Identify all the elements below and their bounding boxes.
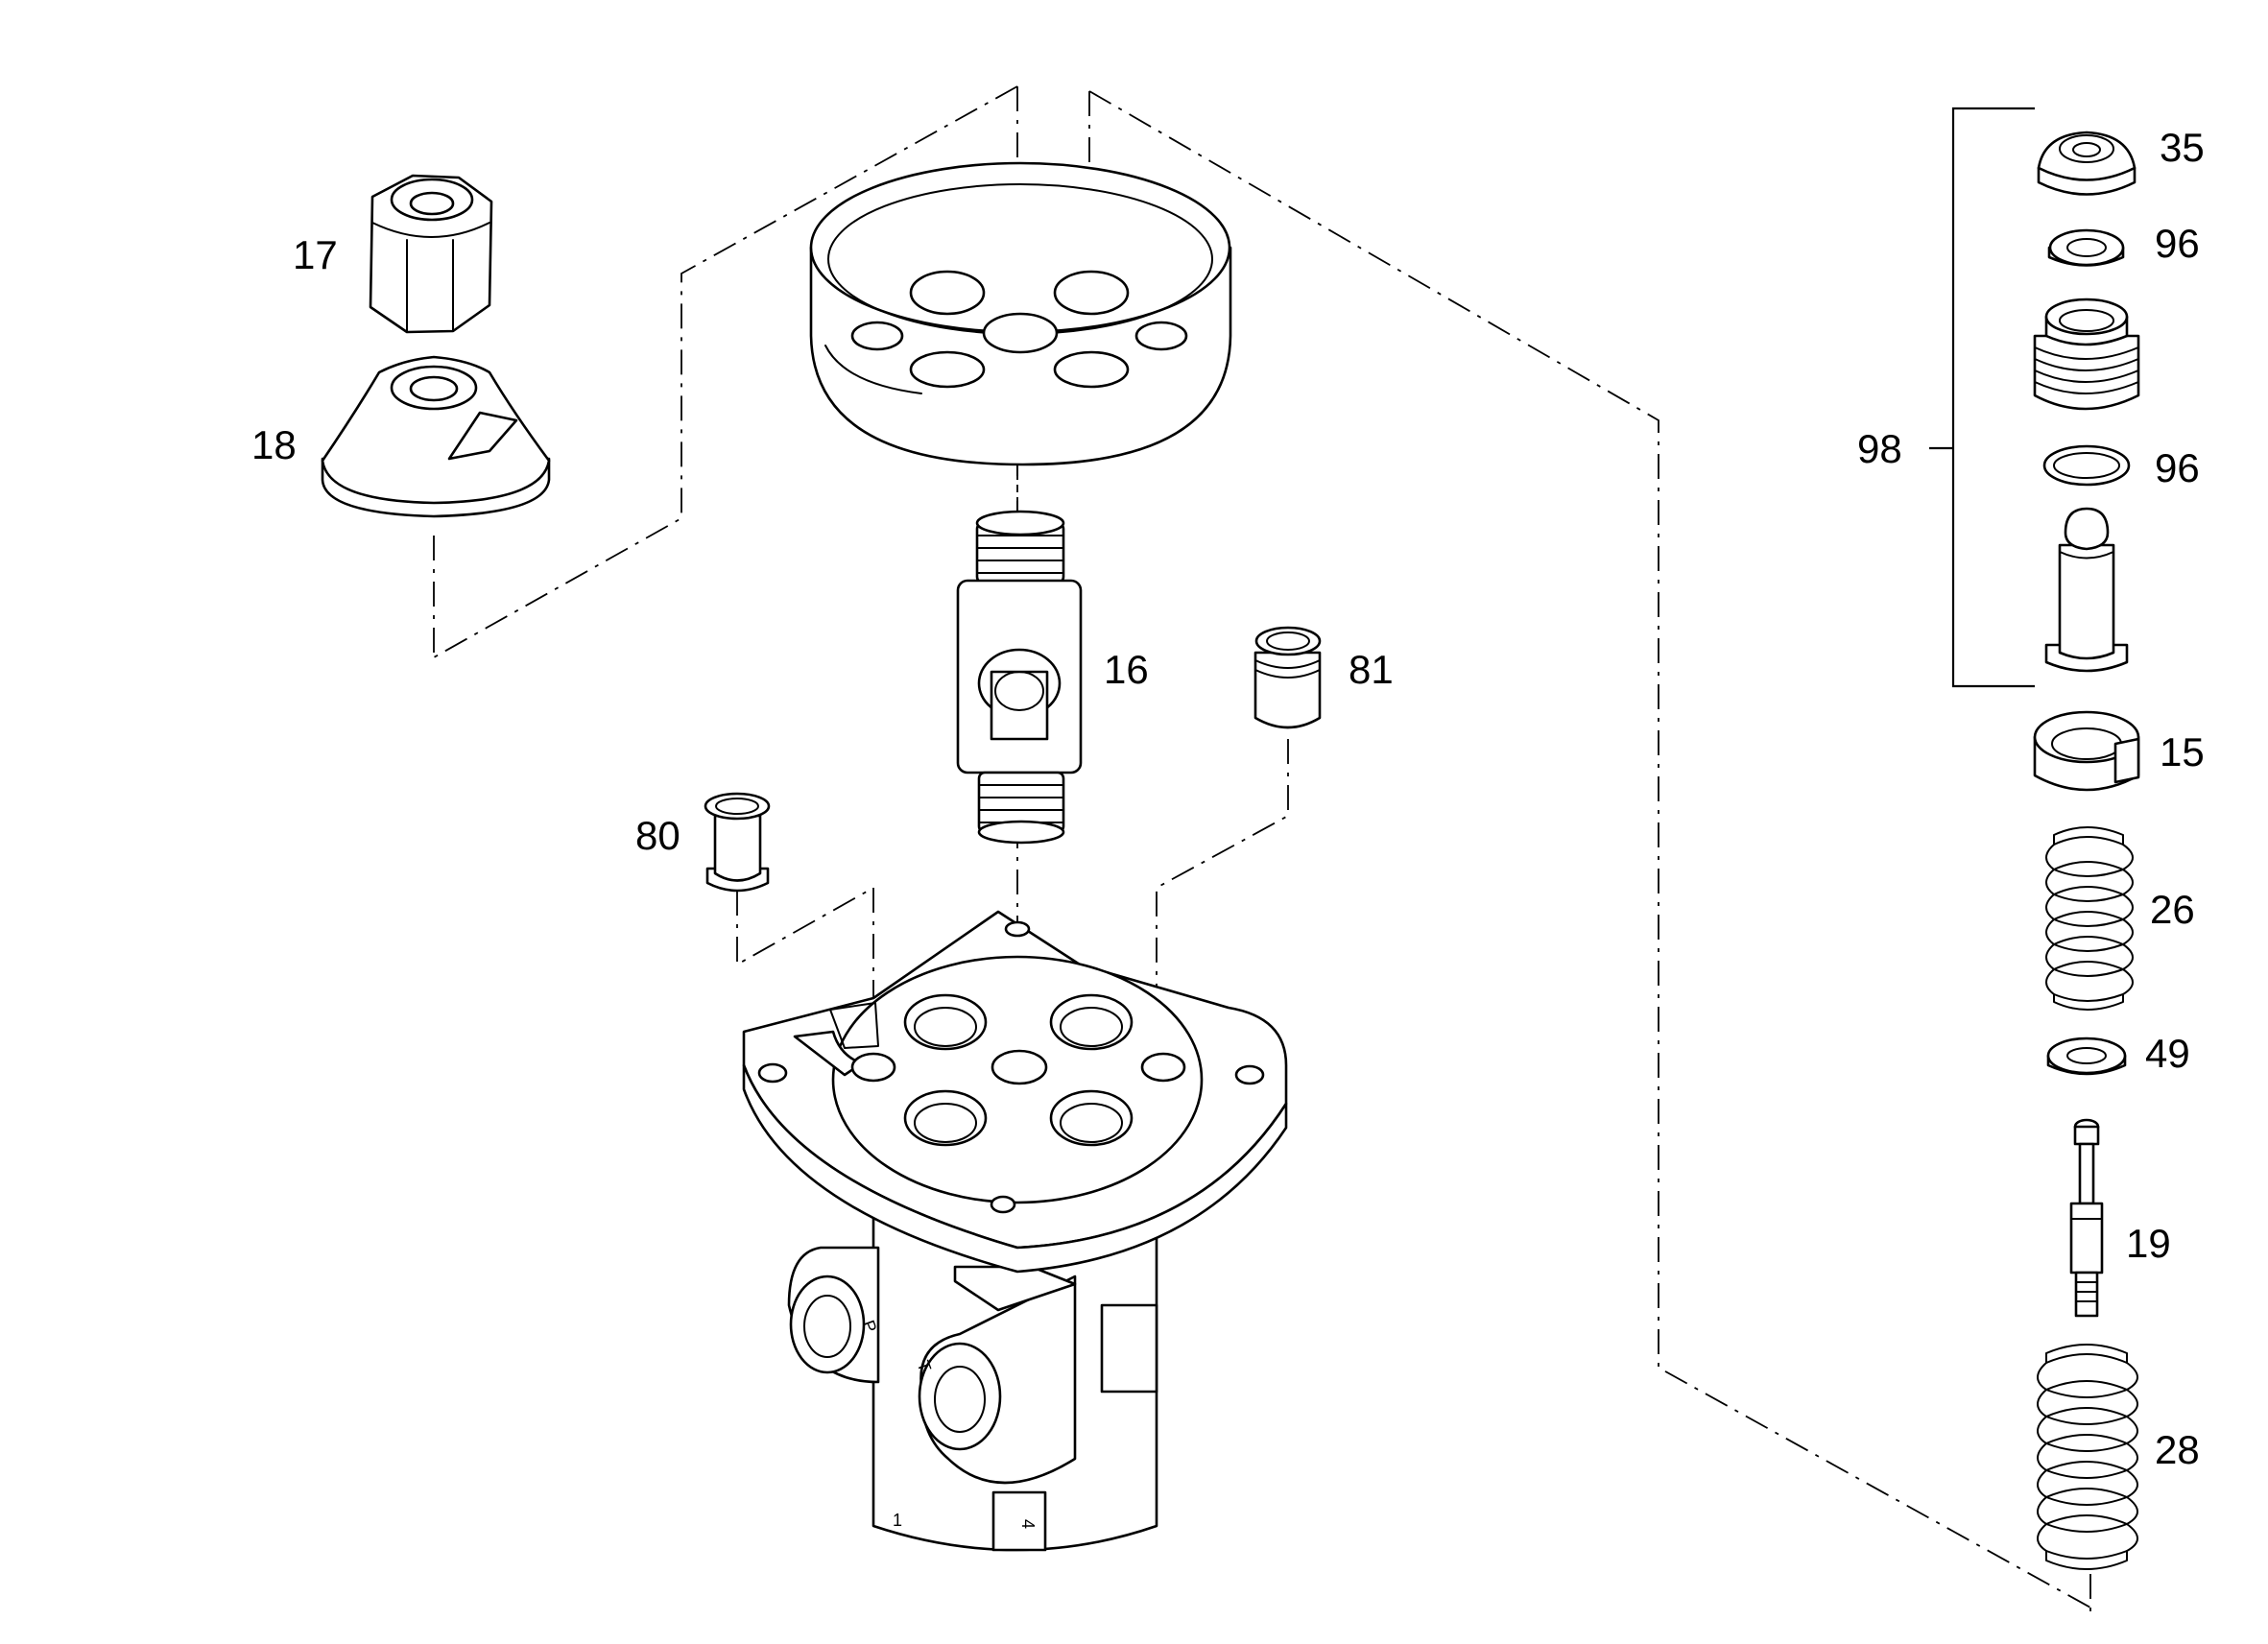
- part-19-pin: [2069, 1118, 2104, 1318]
- part-valve-housing: P T 1 4: [742, 910, 1288, 1552]
- part-26-spring: [2045, 826, 2134, 1011]
- callout-15: 15: [2160, 729, 2205, 774]
- part-16-connector: [956, 510, 1083, 845]
- callout-labels: 17 18 16 81 80 98 35 96 96 15 26 49 19 2…: [251, 125, 2205, 1472]
- housing-mark-4: 4: [1018, 1519, 1038, 1529]
- part-81-plug: [1253, 626, 1322, 729]
- part-49-washer: [2046, 1036, 2127, 1076]
- bracket-98: [1929, 107, 2035, 688]
- assembly-lines: [433, 85, 2091, 1617]
- part-15-split-washer: [2033, 710, 2140, 792]
- callout-19: 19: [2126, 1221, 2171, 1266]
- part-cover-ring: [809, 161, 1232, 466]
- callout-80: 80: [635, 813, 680, 858]
- part-poppet: [2044, 507, 2129, 673]
- part-35-seat: [2037, 131, 2137, 196]
- part-80-bushing: [704, 792, 771, 893]
- callout-17: 17: [293, 232, 338, 277]
- callout-26: 26: [2150, 887, 2195, 932]
- callout-96-lower: 96: [2155, 445, 2200, 490]
- callout-49: 49: [2145, 1031, 2190, 1076]
- callout-35: 35: [2160, 125, 2205, 170]
- part-valve-body-threaded: [2033, 298, 2140, 411]
- part-17-hex-nut: [369, 174, 493, 334]
- part-96-ring-upper: [2047, 228, 2125, 267]
- part-28-spring: [2037, 1344, 2138, 1570]
- callout-96-upper: 96: [2155, 221, 2200, 266]
- housing-mark-1: 1: [893, 1511, 902, 1530]
- callout-81: 81: [1349, 647, 1394, 692]
- callout-98: 98: [1857, 426, 1902, 471]
- callout-16: 16: [1104, 647, 1149, 692]
- part-96-ring-lower: [2042, 444, 2131, 487]
- part-18-cap: [321, 355, 551, 518]
- callout-28: 28: [2155, 1427, 2200, 1472]
- callout-18: 18: [251, 422, 297, 467]
